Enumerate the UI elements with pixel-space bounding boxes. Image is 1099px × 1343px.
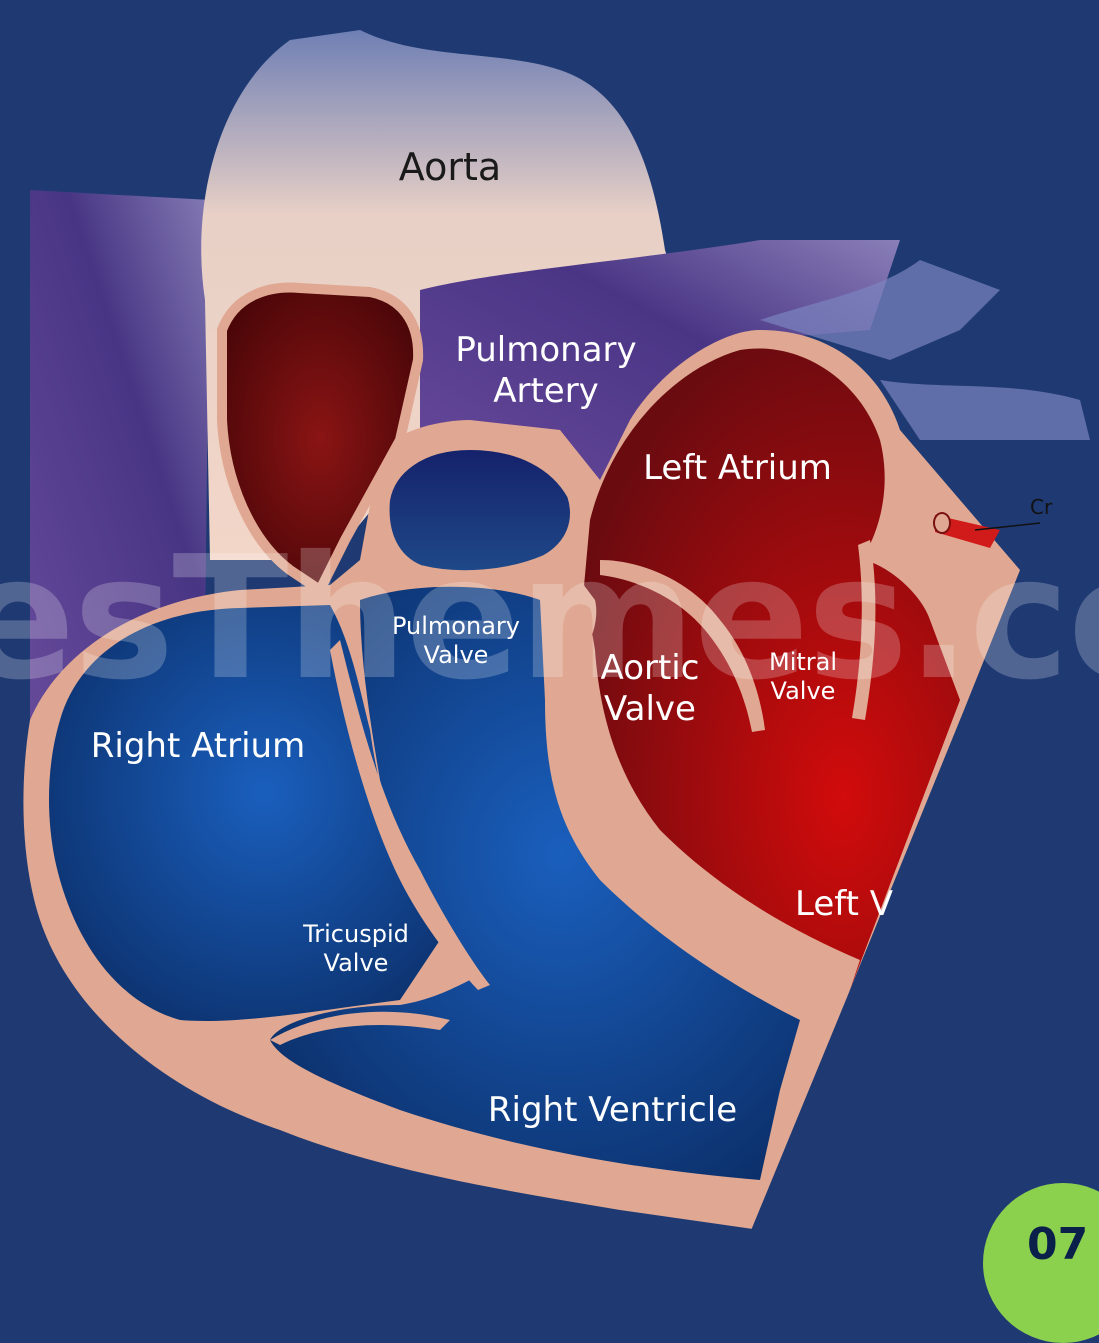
- heart-diagram: [0, 0, 1099, 1245]
- label-coronary-text: Cr: [1030, 495, 1052, 519]
- label-pulmonary-artery-line2: Artery: [436, 371, 656, 412]
- label-right-ventricle-text: Right Ventricle: [488, 1090, 737, 1130]
- label-aortic-valve-line1: Aortic: [590, 648, 710, 689]
- label-pulmonary-valve-line1: Pulmonary: [386, 612, 526, 641]
- label-tricuspid-valve-line2: Valve: [290, 949, 422, 978]
- label-tricuspid-valve-line1: Tricuspid: [290, 920, 422, 949]
- label-mitral-valve: Mitral Valve: [752, 648, 854, 706]
- label-mitral-valve-line1: Mitral: [752, 648, 854, 677]
- coronary-vessel-opening: [934, 513, 950, 533]
- label-pulmonary-valve: Pulmonary Valve: [386, 612, 526, 670]
- label-pulmonary-artery-line1: Pulmonary: [436, 330, 656, 371]
- label-left-ventricle-text: Left V: [795, 884, 893, 924]
- label-left-atrium-text: Left Atrium: [643, 448, 832, 488]
- label-right-atrium: Right Atrium: [82, 726, 314, 767]
- label-right-ventricle: Right Ventricle: [480, 1090, 745, 1131]
- label-aorta-text: Aorta: [399, 145, 501, 189]
- label-pulmonary-valve-line2: Valve: [386, 641, 526, 670]
- label-tricuspid-valve: Tricuspid Valve: [290, 920, 422, 978]
- label-right-atrium-text: Right Atrium: [91, 726, 305, 766]
- label-aorta: Aorta: [380, 145, 520, 191]
- label-coronary: Cr: [1030, 495, 1099, 519]
- label-aortic-valve: Aortic Valve: [590, 648, 710, 730]
- label-aortic-valve-line2: Valve: [590, 689, 710, 730]
- label-mitral-valve-line2: Valve: [752, 677, 854, 706]
- label-pulmonary-artery: Pulmonary Artery: [436, 330, 656, 412]
- pulmonary-artery-lumen: [385, 445, 575, 575]
- pulmonary-vein-lower: [880, 380, 1090, 440]
- label-left-atrium: Left Atrium: [630, 448, 845, 489]
- label-left-ventricle: Left V: [795, 884, 895, 925]
